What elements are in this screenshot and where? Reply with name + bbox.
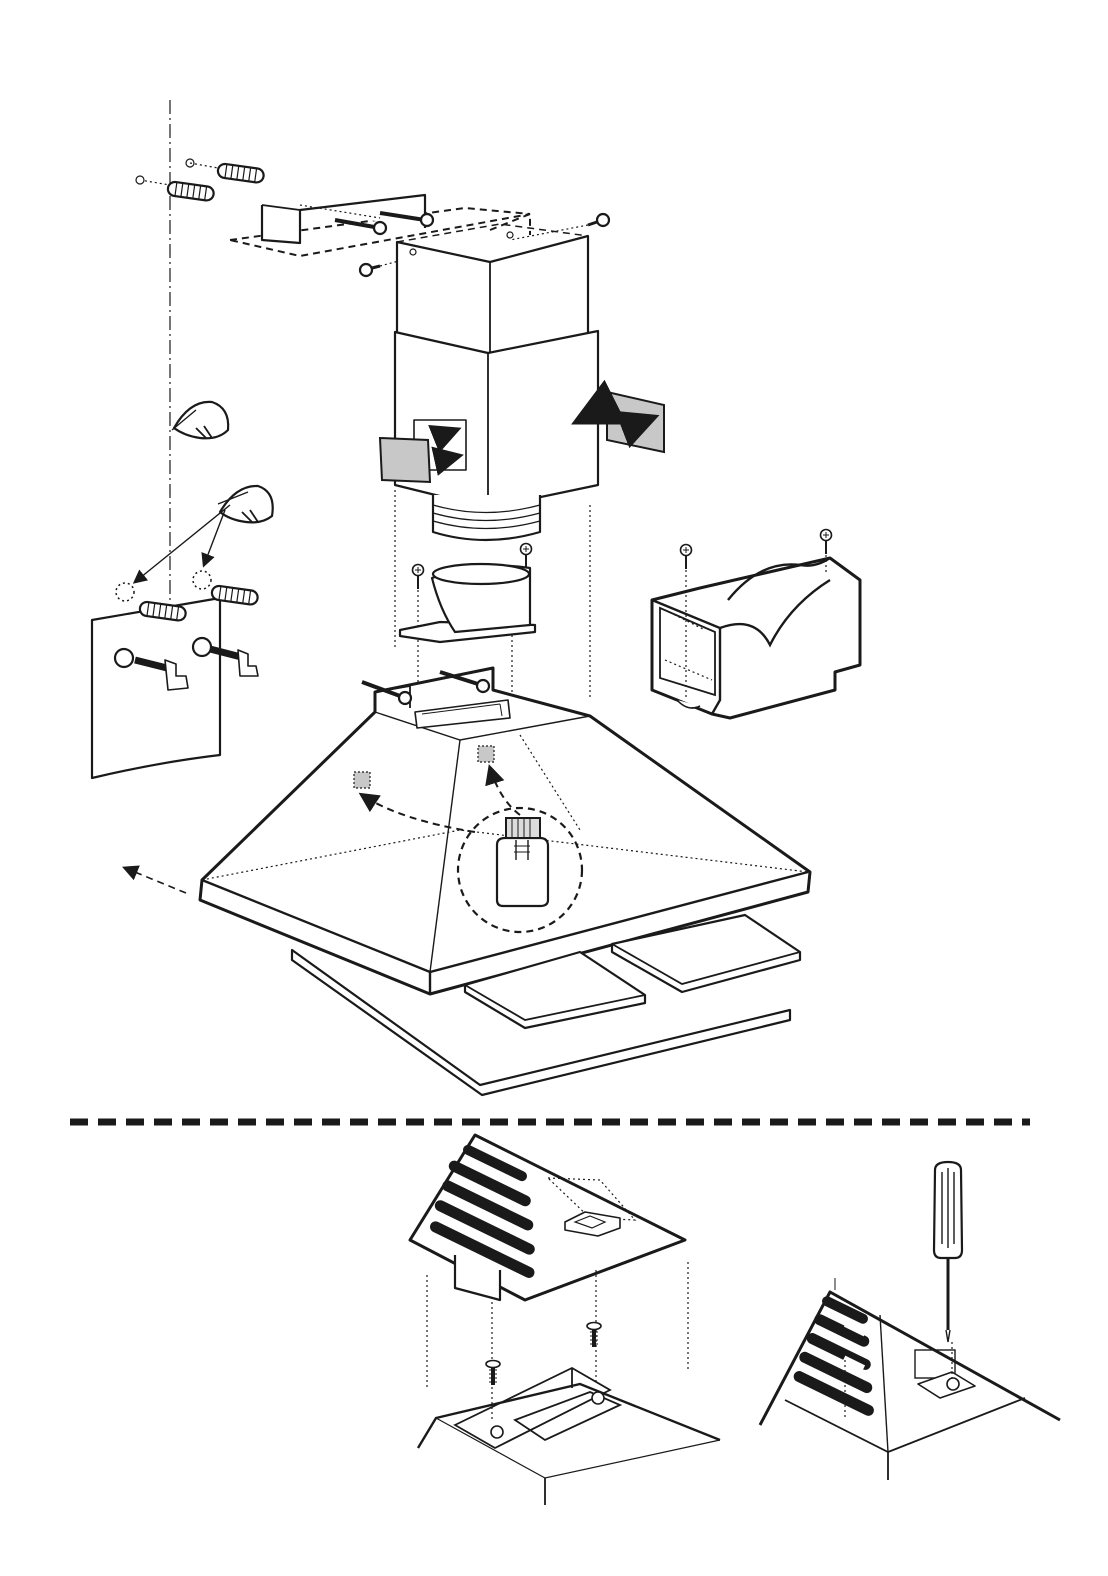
duct-spigot [433,495,540,540]
screw-icon [521,544,532,569]
screwdriver-icon [934,1162,962,1378]
screw-icon [681,545,692,570]
screw-icon [587,1323,601,1348]
hood-cover [410,1135,685,1300]
screw-icon [335,220,386,234]
screw-icon [486,1361,500,1386]
mounting-plate [418,1368,720,1505]
screw-fastening [760,1162,1060,1480]
grey-panel-left [380,438,430,482]
fan-housing [652,558,860,718]
wall-plug-icon [186,159,265,183]
screw-icon [821,530,832,555]
clip-position-mark [354,772,370,788]
hand-drill-icon [135,486,273,582]
wall-plug-icon [136,176,215,201]
screw-icon [510,214,609,240]
screw-icon [413,565,424,590]
arrow-icon [125,868,186,893]
vent-slots [792,1295,876,1418]
hand-drill-icon [172,402,228,438]
clip-position-mark [478,746,494,762]
cover-attachment [410,1135,720,1505]
exploded-assembly [92,100,860,1095]
